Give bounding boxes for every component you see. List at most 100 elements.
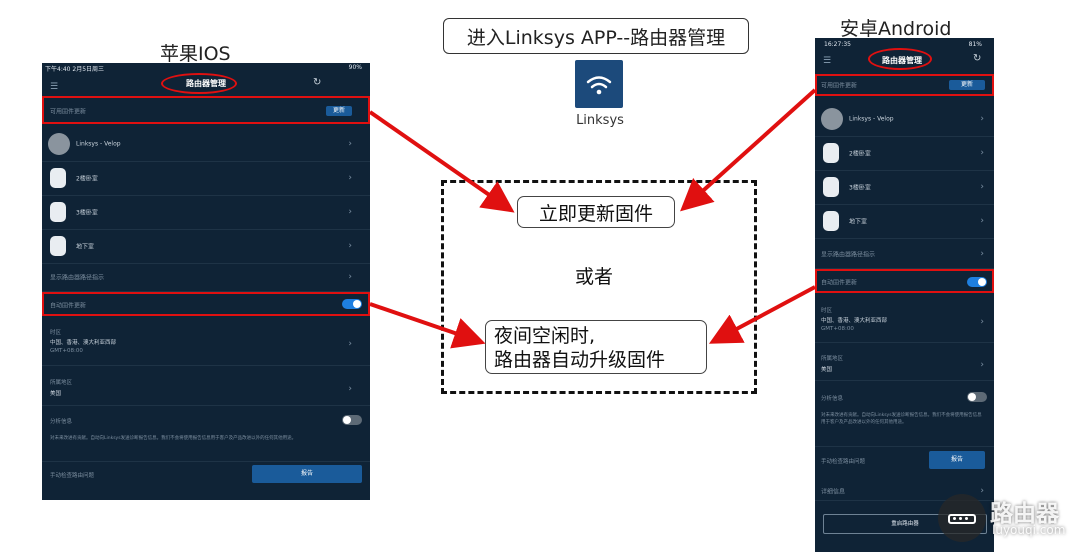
ios-status-time: 下午4:40 2月5日周三 — [45, 66, 105, 73]
arrow-android-auto — [708, 285, 816, 344]
watermark-router-icon — [938, 494, 986, 542]
ios-show-label: 显示路由器路径指示 — [50, 274, 105, 282]
refresh-icon[interactable]: ↻ — [313, 77, 322, 88]
node-device-icon — [50, 168, 66, 188]
chevron-right-icon: › — [348, 272, 352, 282]
android-update-highlight — [815, 74, 994, 96]
watermark-name: 路由器 — [990, 501, 1059, 527]
android-auto-highlight — [815, 269, 994, 293]
linksys-app-icon[interactable] — [575, 60, 623, 108]
android-update-button[interactable]: 更新 — [949, 80, 985, 90]
ios-header-highlight — [161, 73, 237, 94]
ios-report-button[interactable]: 报告 — [252, 465, 362, 483]
android-stats-toggle[interactable] — [967, 392, 987, 402]
chevron-right-icon: › — [980, 317, 984, 327]
android-auto-label: 自动固件更新 — [821, 279, 858, 287]
android-stats-section: 分析信息 对未来改进有贡献。自动向Linksys发送诊断报告信息。我们不会将使用… — [815, 388, 994, 432]
ios-manual-label: 手动检查路由问题 — [50, 473, 95, 479]
chevron-right-icon: › — [980, 216, 984, 226]
android-manual-row: 手动检查路由问题 报告 — [815, 446, 994, 475]
android-device-name: 3楼卧室 — [849, 184, 871, 192]
ios-update-label: 可用固件更新 — [50, 108, 87, 115]
android-device-name: 2楼卧室 — [849, 150, 871, 158]
android-timezone-row[interactable]: 时区 中国、香港、澳大利亚西部 GMT+08:00 › — [815, 302, 994, 343]
ios-update-highlight — [42, 96, 370, 124]
android-device-row[interactable]: Linksys - Velop › — [815, 102, 994, 137]
menu-icon[interactable]: ☰ — [823, 56, 832, 66]
ios-auto-highlight — [42, 292, 370, 316]
watermark-url: luyouqi.com — [992, 523, 1066, 537]
android-region-row[interactable]: 所属地区 美国 › — [815, 350, 994, 381]
ios-update-button[interactable]: 更新 — [326, 106, 352, 116]
ios-device-row[interactable]: Linksys - Velop › — [42, 127, 370, 162]
velop-device-icon — [48, 133, 70, 155]
chevron-right-icon: › — [348, 207, 352, 217]
app-name: Linksys — [576, 113, 624, 128]
ios-device-row[interactable]: 3楼卧室 › — [42, 195, 370, 230]
chevron-right-icon: › — [980, 114, 984, 124]
android-device-row[interactable]: 3楼卧室 › — [815, 170, 994, 205]
ios-tz-section: 时区 — [50, 330, 62, 336]
ios-show-row[interactable]: 显示路由器路径指示 › — [42, 263, 370, 292]
ios-device-row[interactable]: 2楼卧室 › — [42, 161, 370, 196]
android-device-row[interactable]: 地下室 › — [815, 204, 994, 239]
ios-stats-label: 分析信息 — [50, 419, 73, 425]
or-text: 或者 — [575, 266, 614, 288]
night-line-2: 路由器自动升级固件 — [494, 349, 666, 371]
node-device-icon — [823, 177, 839, 197]
android-restart-button[interactable]: 重启路由器 — [823, 514, 987, 534]
android-device-row[interactable]: 2楼卧室 › — [815, 136, 994, 171]
night-line-1: 夜间空闲时, — [494, 325, 596, 347]
ios-region-row[interactable]: 所属地区 美国 › — [42, 373, 370, 406]
arrow-android-update — [680, 88, 817, 212]
ios-device-name: 地下室 — [76, 243, 95, 251]
options-box — [441, 180, 757, 394]
refresh-icon[interactable]: ↻ — [973, 53, 982, 64]
ios-manual-row: 手动检查路由问题 报告 — [42, 461, 370, 488]
android-region-section: 所属地区 — [821, 356, 844, 362]
ios-tz-offset: GMT+08:00 — [50, 348, 83, 354]
chevron-right-icon: › — [980, 486, 984, 496]
android-label: 安卓Android — [840, 18, 952, 40]
android-screen: 16:27:35 81% ☰ 路由器管理 ↻ 可用固件更新 更新 Linksys… — [815, 38, 994, 552]
android-show-label: 显示路由器路径指示 — [821, 251, 876, 259]
android-update-label: 可用固件更新 — [821, 82, 858, 90]
ios-auto-update-toggle[interactable] — [342, 299, 362, 309]
ios-stats-desc: 对未来改进有贡献。自动向Linksys发送诊断报告信息。我们不会将使用报告信息用… — [50, 436, 297, 441]
ios-device-name: 3楼卧室 — [76, 209, 98, 217]
node-device-icon — [823, 143, 839, 163]
ios-auto-label: 自动固件更新 — [50, 302, 87, 310]
ios-battery: 90% — [348, 64, 362, 71]
android-manual-label: 手动检查路由问题 — [821, 459, 866, 465]
android-show-row[interactable]: 显示路由器路径指示 › — [815, 240, 994, 269]
chevron-right-icon: › — [980, 182, 984, 192]
node-device-icon — [50, 236, 66, 256]
ios-region-section: 所属地区 — [50, 380, 73, 386]
ios-stats-toggle[interactable] — [342, 415, 362, 425]
android-battery: 81% — [968, 41, 982, 48]
chevron-right-icon: › — [980, 360, 984, 370]
ios-tz-value: 中国、香港、澳大利亚西部 — [50, 340, 117, 346]
ios-timezone-row[interactable]: 时区 中国、香港、澳大利亚西部 GMT+08:00 › — [42, 323, 370, 366]
ios-stats-section: 分析信息 对未来改进有贡献。自动向Linksys发送诊断报告信息。我们不会将使用… — [42, 411, 370, 451]
android-stats-label: 分析信息 — [821, 396, 844, 402]
android-tz-value: 中国、香港、澳大利亚西部 — [821, 318, 888, 324]
chevron-right-icon: › — [348, 139, 352, 149]
night-update-callout: 夜间空闲时, 路由器自动升级固件 — [485, 320, 707, 374]
android-detail-label: 详细信息 — [821, 488, 846, 496]
node-device-icon — [823, 211, 839, 231]
menu-icon[interactable]: ☰ — [50, 82, 59, 92]
chevron-right-icon: › — [348, 339, 352, 349]
android-detail-row[interactable]: 详细信息 › — [815, 482, 994, 501]
android-tz-offset: GMT+08:00 — [821, 326, 854, 332]
android-report-button[interactable]: 报告 — [929, 451, 985, 469]
android-status-time: 16:27:35 — [824, 41, 851, 48]
ios-status-bar: 下午4:40 2月5日周三 90% — [42, 63, 370, 73]
android-region-value: 美国 — [821, 367, 833, 373]
chevron-right-icon: › — [348, 384, 352, 394]
android-auto-update-toggle[interactable] — [967, 277, 987, 287]
chevron-right-icon: › — [348, 241, 352, 251]
ios-device-row[interactable]: 地下室 › — [42, 229, 370, 264]
android-status-bar: 16:27:35 81% — [815, 38, 994, 48]
